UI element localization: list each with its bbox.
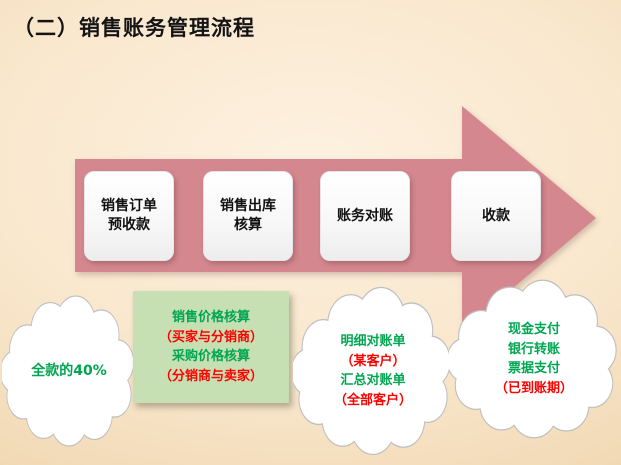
callout-lines: 全款的40% bbox=[31, 362, 107, 379]
callout-lines: 明细对账单（某客户）汇总对账单（全部客户） bbox=[333, 334, 412, 408]
callout-cloud-deposit: 全款的40% bbox=[2, 292, 136, 450]
step-sales-outbound: 销售出库 核算 bbox=[203, 171, 293, 261]
callout-cloud-statements: 明细对账单（某客户）汇总对账单（全部客户） bbox=[293, 283, 453, 459]
callout-rect-pricing: 销售价格核算（买家与分销商）采购价格核算（分销商与卖家） bbox=[133, 291, 289, 403]
callout-cloud-payment-methods: 现金支付银行转账票据支付（已到账期） bbox=[449, 276, 619, 442]
step-account-reconcile: 账务对账 bbox=[320, 171, 410, 261]
step-label: 销售订单 预收款 bbox=[101, 198, 157, 233]
callout-lines: 销售价格核算（买家与分销商）采购价格核算（分销商与卖家） bbox=[158, 310, 263, 384]
step-sales-order: 销售订单 预收款 bbox=[84, 171, 174, 261]
step-receive-payment: 收款 bbox=[451, 171, 541, 261]
step-label: 销售出库 核算 bbox=[220, 198, 276, 233]
callout-lines: 现金支付银行转账票据支付（已到账期） bbox=[494, 322, 573, 396]
step-label: 收款 bbox=[482, 207, 510, 224]
step-label: 账务对账 bbox=[337, 207, 393, 224]
slide-title: （二）销售账务管理流程 bbox=[13, 16, 255, 40]
